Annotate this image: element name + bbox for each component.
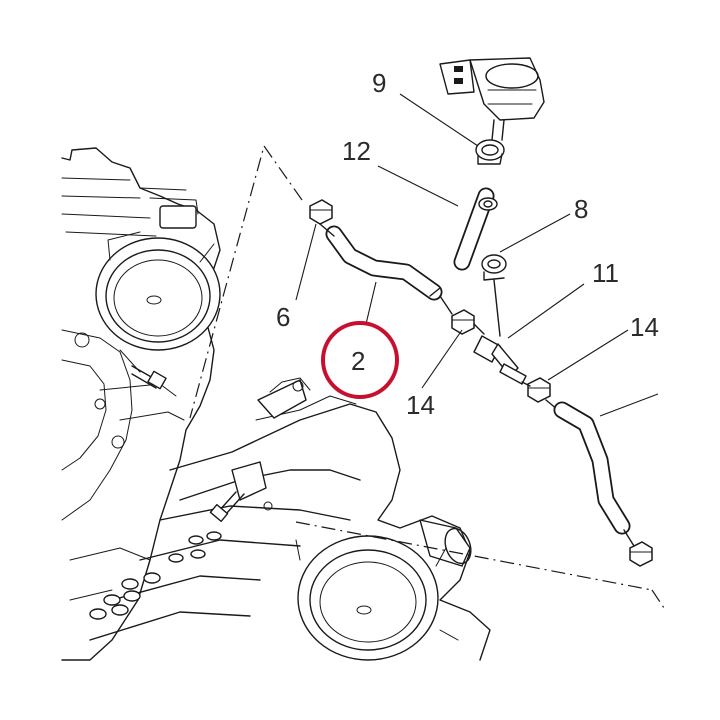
pressure-regulator — [439, 57, 545, 141]
callout-2: 2 — [351, 346, 365, 376]
manifold-pads — [89, 531, 222, 620]
manifold-sensor — [209, 461, 273, 523]
nut-6 — [309, 199, 335, 237]
engine-block — [61, 147, 221, 661]
callout-14-left: 14 — [406, 390, 435, 420]
leader-lines — [295, 93, 659, 417]
highlight-circle — [321, 321, 399, 399]
hose-2 — [325, 225, 443, 301]
callout-6: 6 — [276, 302, 290, 332]
callout-12: 12 — [342, 136, 371, 166]
callout-14-right: 14 — [630, 312, 659, 342]
nut-14-left — [439, 295, 485, 335]
callout-8: 8 — [574, 194, 588, 224]
clamp-bracket — [257, 379, 307, 419]
intake-manifold — [89, 377, 491, 661]
throttle-ring-lower — [297, 535, 439, 661]
nut-bottom-right — [623, 529, 653, 567]
hose-12 — [453, 187, 498, 271]
clamp-8 — [481, 254, 507, 281]
clamp-9 — [475, 139, 505, 165]
nut-14-right — [521, 377, 559, 411]
fitting-11 — [473, 279, 527, 385]
hose-right — [553, 401, 631, 535]
routing-lines — [189, 144, 665, 609]
callout-9: 9 — [372, 68, 386, 98]
callout-11: 11 — [592, 258, 619, 288]
head-boss — [159, 205, 197, 229]
throttle-ring-outer — [95, 237, 221, 351]
